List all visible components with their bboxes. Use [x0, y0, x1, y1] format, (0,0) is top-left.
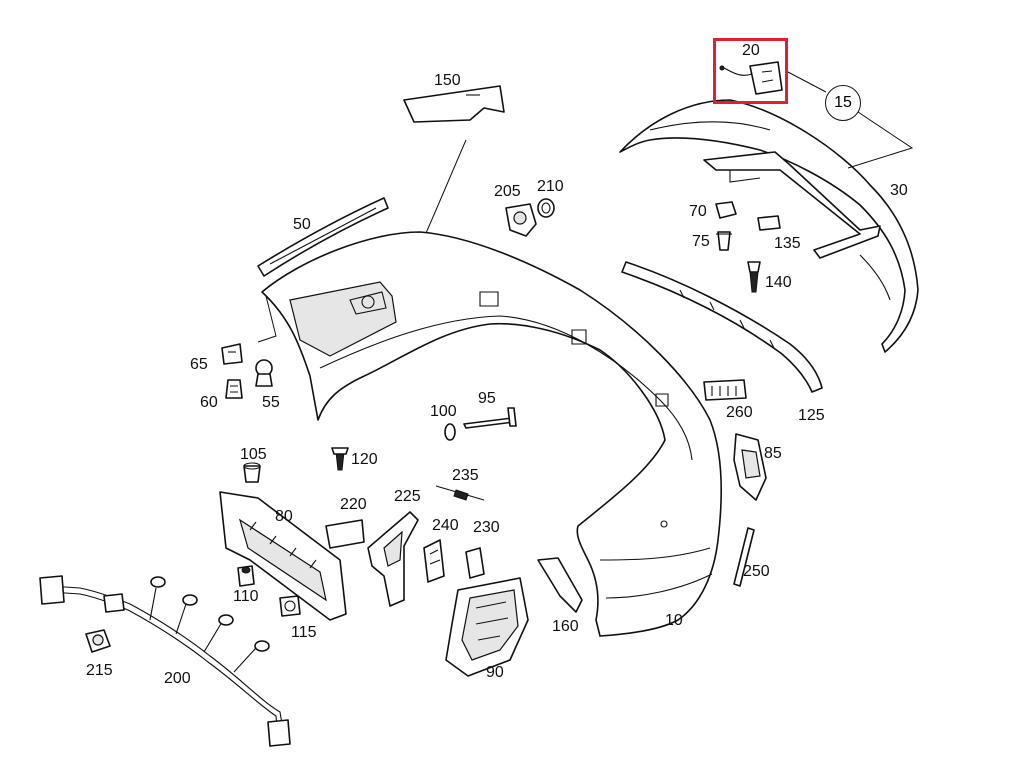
part-240-clip[interactable] — [423, 539, 445, 583]
part-80-bracket[interactable] — [219, 491, 347, 621]
part-70-clip[interactable] — [715, 201, 737, 219]
part-250-rod[interactable] — [733, 527, 755, 587]
part-125-side-strip[interactable] — [621, 261, 823, 393]
callout-215[interactable]: 215 — [86, 662, 113, 679]
callout-90[interactable]: 90 — [486, 664, 504, 681]
part-230-plug[interactable] — [465, 547, 485, 579]
part-55-clip[interactable] — [255, 359, 273, 387]
part-215-sensor[interactable] — [85, 629, 111, 653]
part-140-rivet[interactable] — [747, 261, 761, 293]
part-95-pin[interactable] — [463, 407, 517, 429]
callout-150[interactable]: 150 — [434, 72, 461, 89]
part-160-guide[interactable] — [537, 557, 583, 613]
callout-160[interactable]: 160 — [552, 618, 579, 635]
callout-135[interactable]: 135 — [774, 235, 801, 252]
callout-20[interactable]: 20 — [742, 42, 760, 59]
part-20-sensor-bracket[interactable] — [719, 61, 783, 95]
part-10-bumper-cover[interactable] — [261, 231, 723, 637]
callout-80[interactable]: 80 — [275, 508, 293, 525]
part-90-mount[interactable] — [445, 577, 529, 677]
part-205-sensor[interactable] — [505, 203, 537, 237]
callout-10[interactable]: 10 — [665, 612, 683, 629]
part-235-bolt[interactable] — [435, 485, 485, 501]
callout-250[interactable]: 250 — [743, 563, 770, 580]
part-220-pad[interactable] — [325, 519, 365, 549]
callout-200[interactable]: 200 — [164, 670, 191, 687]
part-210-ring[interactable] — [537, 198, 555, 218]
callout-225[interactable]: 225 — [394, 488, 421, 505]
callout-205[interactable]: 205 — [494, 183, 521, 200]
callout-230[interactable]: 230 — [473, 519, 500, 536]
callout-125[interactable]: 125 — [798, 407, 825, 424]
part-225-bracket[interactable] — [367, 511, 419, 607]
part-105-grommet[interactable] — [243, 462, 261, 483]
callout-115[interactable]: 115 — [291, 624, 317, 641]
highlight-box-part-20 — [713, 38, 788, 104]
callout-140[interactable]: 140 — [765, 274, 792, 291]
part-50-trim-strip[interactable] — [257, 197, 389, 277]
callout-235[interactable]: 235 — [452, 467, 479, 484]
callout-55[interactable]: 55 — [262, 394, 280, 411]
part-120-pin[interactable] — [331, 447, 349, 471]
callout-85[interactable]: 85 — [764, 445, 782, 462]
part-60-rivet[interactable] — [225, 379, 243, 399]
callout-95[interactable]: 95 — [478, 390, 496, 407]
callout-210[interactable]: 210 — [537, 178, 564, 195]
part-85-bracket[interactable] — [733, 433, 767, 501]
callout-110[interactable]: 110 — [233, 588, 259, 605]
callout-70[interactable]: 70 — [689, 203, 707, 220]
part-30-upper-cover[interactable] — [619, 99, 919, 353]
callout-30[interactable]: 30 — [890, 182, 908, 199]
callout-65[interactable]: 65 — [190, 356, 208, 373]
callout-105[interactable]: 105 — [240, 446, 267, 463]
part-115-nut[interactable] — [279, 595, 301, 617]
callout-240[interactable]: 240 — [432, 517, 459, 534]
callout-100[interactable]: 100 — [430, 403, 457, 420]
callout-220[interactable]: 220 — [340, 496, 367, 513]
part-260-connector[interactable] — [703, 379, 747, 401]
callout-75[interactable]: 75 — [692, 233, 710, 250]
callout-260[interactable]: 260 — [726, 404, 753, 421]
part-75-screw[interactable] — [716, 231, 732, 251]
group-15-leaders — [787, 71, 914, 169]
callout-120[interactable]: 120 — [351, 451, 378, 468]
part-135-nut[interactable] — [757, 215, 781, 231]
part-150-panel[interactable] — [403, 85, 505, 123]
leader-50-area — [257, 295, 277, 343]
part-100-washer[interactable] — [444, 423, 456, 441]
callout-60[interactable]: 60 — [200, 394, 218, 411]
part-110-nut[interactable] — [237, 565, 255, 587]
callout-50[interactable]: 50 — [293, 216, 311, 233]
group-label-15[interactable]: 15 — [825, 85, 861, 121]
part-200-wiring-harness[interactable] — [39, 575, 291, 747]
part-65-clip[interactable] — [221, 343, 243, 365]
